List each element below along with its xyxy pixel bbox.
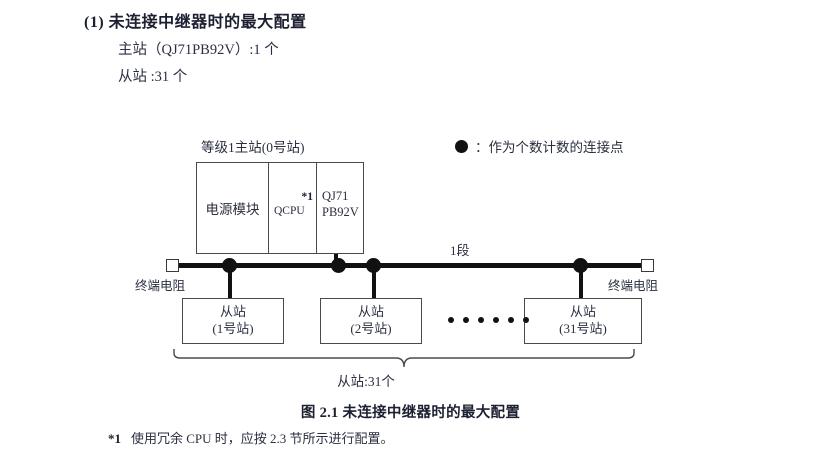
slave-box-line1: 从站: [569, 304, 596, 320]
slave-group-label: 从站:31个: [337, 374, 395, 389]
segment-label: 1段: [450, 243, 470, 258]
spec-slave-count: 从站 :31 个: [118, 69, 188, 85]
brace-icon: [173, 349, 635, 368]
footnote-marker-icon: *1: [301, 191, 314, 203]
master-station-rack: 电源模块 *1 QCPU QJ71 PB92V: [196, 162, 364, 254]
network-module-label-line1: QJ71: [322, 189, 349, 203]
network-module-label-line2: PB92V: [322, 204, 359, 219]
terminator-right-label: 终端电阻: [608, 279, 659, 293]
slave-box-line2: (31号站): [559, 321, 607, 336]
power-module-cell: 电源模块: [197, 163, 269, 253]
terminator-left-icon: [166, 259, 179, 272]
slave-drop-line: [228, 265, 232, 299]
slave-drop-line: [372, 265, 376, 299]
cpu-module-label: QCPU: [274, 205, 305, 217]
network-module-label: QJ71 PB92V: [322, 189, 359, 220]
footnote: *1 使用冗余 CPU 时，应按 2.3 节所示进行配置。: [108, 428, 394, 447]
spec-master-count: 主站（QJ71PB92V）:1 个: [118, 42, 279, 58]
connection-node-dot: [331, 258, 346, 273]
legend: ：作为个数计数的连接点: [455, 136, 624, 156]
terminator-right-icon: [641, 259, 654, 272]
figure-caption: 图 2.1 未连接中继器时的最大配置: [300, 405, 521, 421]
slave-group-brace: [172, 348, 636, 368]
slave-box-line1: 从站: [219, 304, 246, 320]
network-module-cell: QJ71 PB92V: [317, 163, 363, 253]
master-station-title: 等级1主站(0号站): [201, 140, 305, 155]
slave-station-box-2: 从站 (2号站): [320, 298, 422, 344]
slave-box-line2: (1号站): [212, 321, 254, 336]
slave-drop-line: [579, 265, 583, 299]
slave-station-box-1: 从站 (1号站): [182, 298, 284, 344]
bus-trunk-line: [178, 263, 648, 268]
page-title: (1) 未连接中继器时的最大配置: [84, 14, 307, 31]
cpu-module-cell: *1 QCPU: [269, 163, 317, 253]
ellipsis-dots-icon: [448, 317, 529, 323]
terminator-left-label: 终端电阻: [135, 279, 186, 293]
filled-circle-icon: [455, 139, 468, 153]
footnote-text: 使用冗余 CPU 时，应按 2.3 节所示进行配置。: [131, 431, 394, 446]
legend-label: ：作为个数计数的连接点: [475, 140, 624, 155]
slave-station-box-31: 从站 (31号站): [524, 298, 642, 344]
slave-box-line2: (2号站): [350, 321, 392, 336]
footnote-mark: *1: [108, 431, 121, 446]
power-module-label: 电源模块: [205, 202, 260, 217]
slave-box-line1: 从站: [357, 304, 384, 320]
